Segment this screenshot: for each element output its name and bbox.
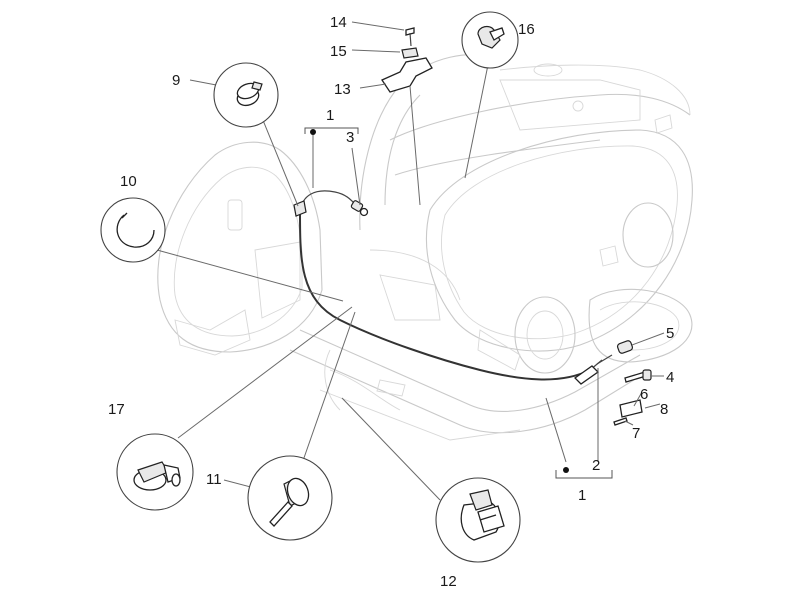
label-16: 16 (518, 21, 535, 38)
hardware-parts (613, 340, 652, 426)
label-15: 15 (330, 43, 347, 60)
label-11: 11 (206, 471, 222, 488)
callout-10 (100, 197, 166, 263)
label-7: 7 (632, 425, 640, 442)
group-bracket-top (304, 127, 359, 135)
group-bracket-bottom (555, 467, 613, 479)
label-13: 13 (334, 81, 351, 98)
label-6: 6 (640, 386, 648, 403)
label-17: 17 (108, 401, 125, 418)
label-14: 14 (330, 14, 347, 31)
bracket-assembly (381, 27, 433, 93)
callout-16 (461, 11, 519, 69)
callout-9 (213, 62, 279, 128)
label-1-top: 1 (326, 107, 334, 124)
label-3: 3 (346, 129, 354, 146)
part-number-labels: 1 3 9 10 13 14 15 16 17 11 12 2 1 5 4 6 … (108, 14, 674, 590)
label-10: 10 (120, 173, 137, 190)
label-1-bottom: 1 (578, 487, 586, 504)
label-4: 4 (666, 369, 674, 386)
label-12: 12 (440, 573, 457, 590)
label-2: 2 (592, 457, 600, 474)
callout-17 (116, 433, 194, 511)
label-9: 9 (172, 72, 180, 89)
callout-12 (435, 477, 521, 563)
label-5: 5 (666, 325, 674, 342)
callout-11 (247, 455, 333, 541)
throttle-cable (293, 190, 613, 385)
label-8: 8 (660, 401, 668, 418)
